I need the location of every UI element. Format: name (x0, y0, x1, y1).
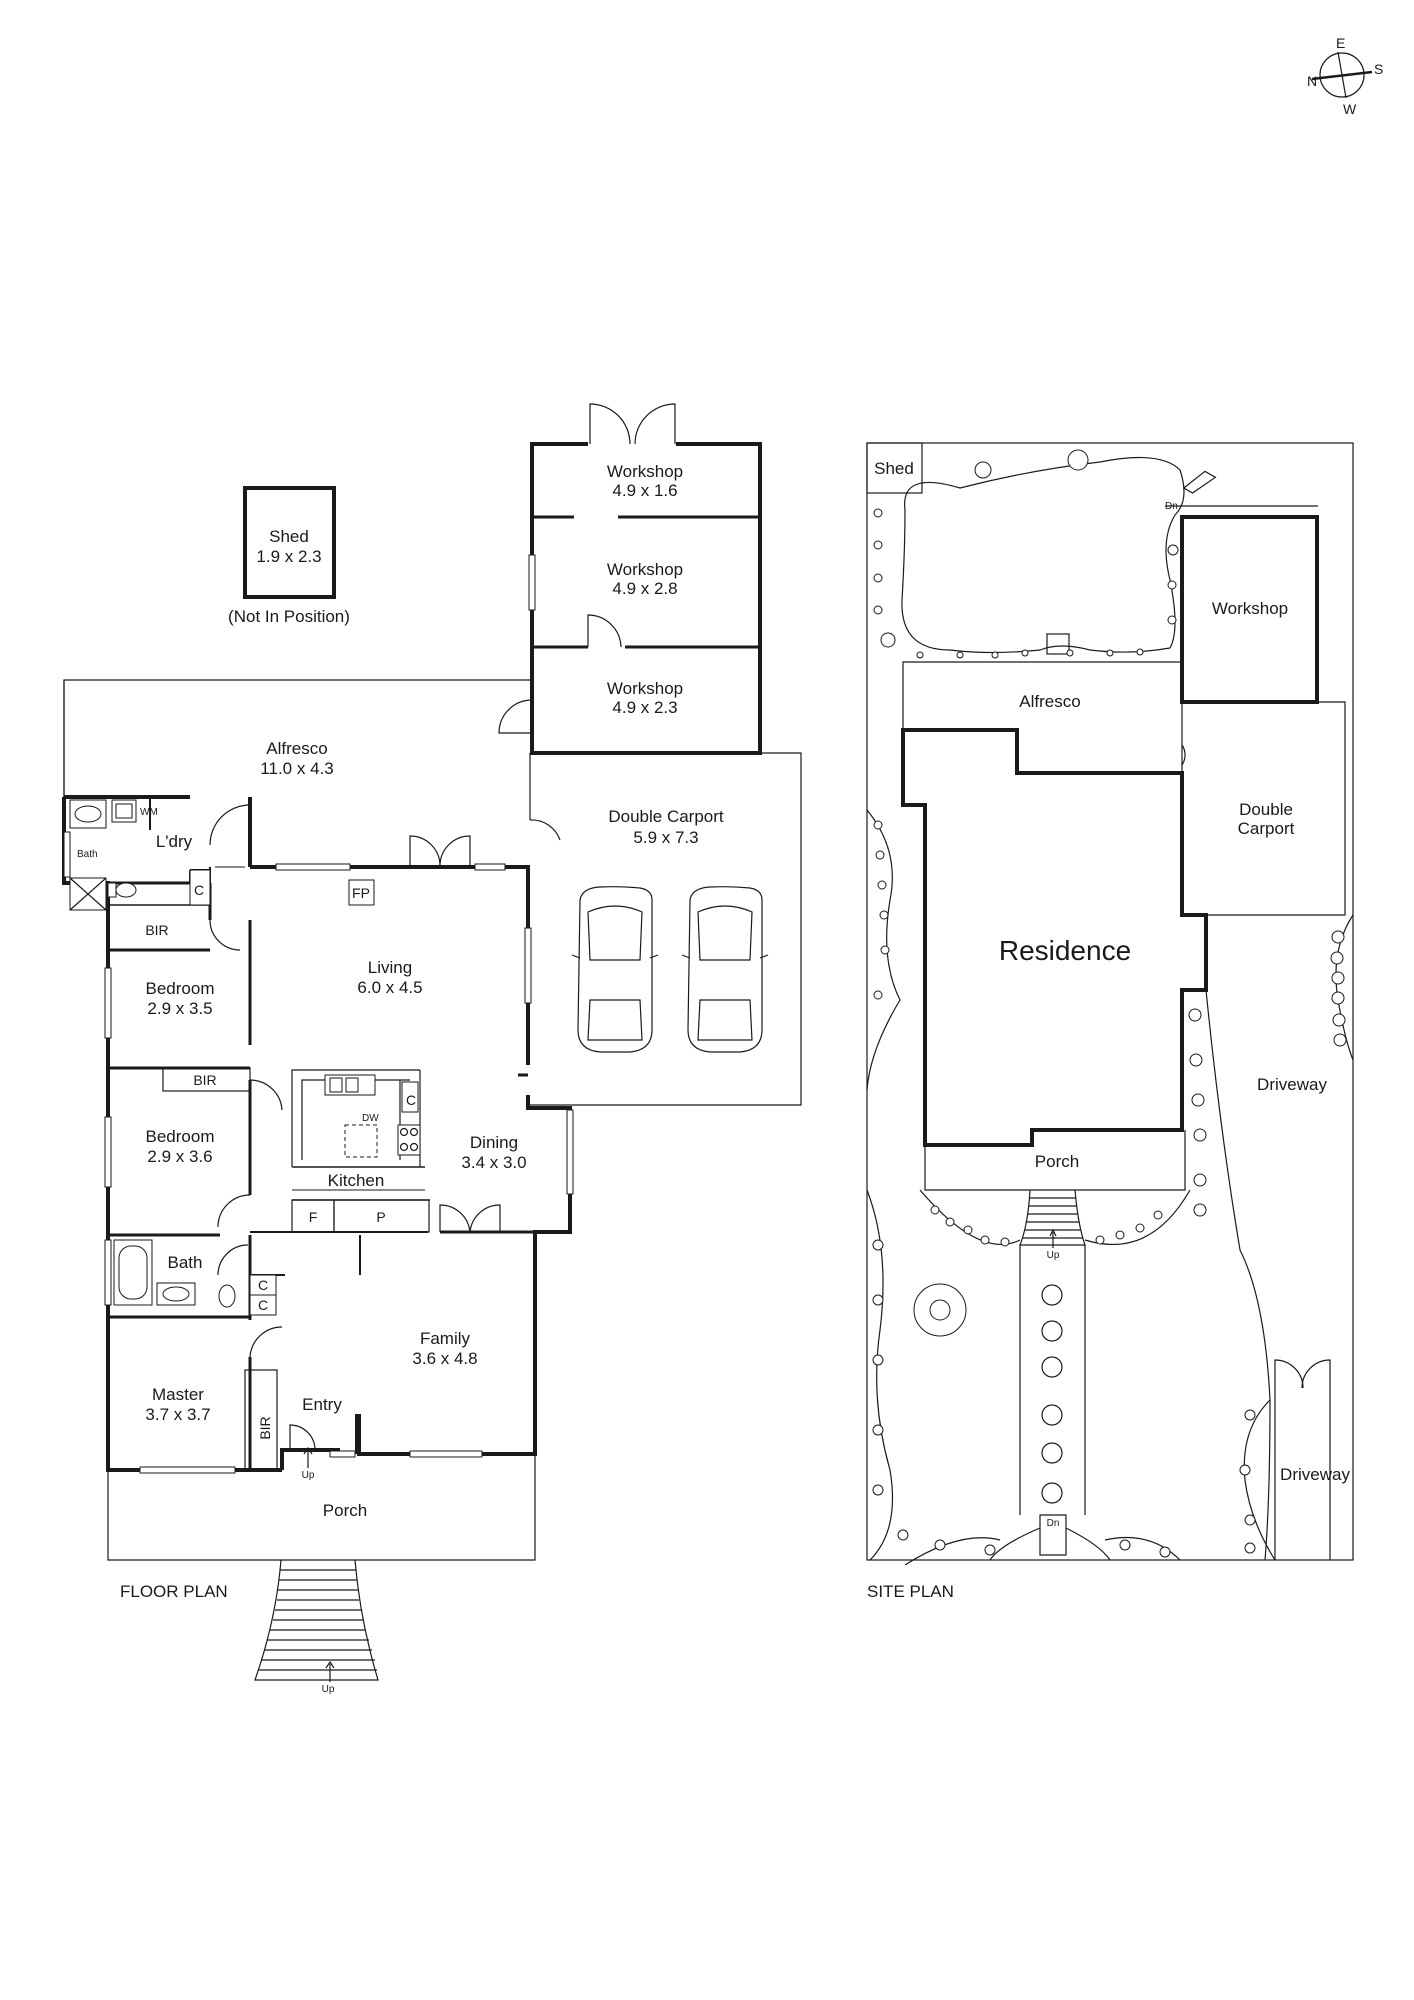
entry-label: Entry (302, 1395, 342, 1414)
family-size: 3.6 x 4.8 (412, 1349, 477, 1368)
cooktop-icon (397, 1124, 421, 1156)
site-carport-label-2: Carport (1238, 819, 1295, 838)
compass-w-label: W (1343, 101, 1357, 117)
kitchen-f-label: F (309, 1209, 318, 1225)
site-plan: Shed Dn Workshop Alfresco Double Carport… (866, 442, 1354, 1601)
site-path (1019, 1245, 1086, 1515)
stairs-up-label: Up (322, 1684, 335, 1695)
shed-note: (Not In Position) (228, 607, 350, 626)
dining-label: Dining (470, 1133, 518, 1152)
residence-label: Residence (999, 935, 1131, 966)
alfresco-size: 11.0 x 4.3 (260, 759, 333, 778)
site-dn-top-label: Dn (1165, 501, 1178, 512)
floor-plan: Shed 1.9 x 2.3 (Not In Position) Worksho… (62, 403, 802, 1695)
bath-c1-label: C (258, 1277, 268, 1293)
bir-1-label: BIR (145, 922, 168, 938)
alfresco-label: Alfresco (266, 739, 327, 758)
site-shed (866, 442, 923, 494)
workshop-1-size: 4.9 x 1.6 (612, 481, 677, 500)
doors (209, 804, 501, 1451)
site-alfresco (902, 661, 1182, 730)
site-shed-label: Shed (874, 459, 914, 478)
kitchen-p-label: P (376, 1209, 385, 1225)
site-dn-bottom-label: Dn (1047, 1518, 1060, 1529)
windows (63, 831, 574, 1474)
living-fp-label: FP (352, 885, 370, 901)
lawn-outline (901, 456, 1185, 654)
master-bir-label: BIR (257, 1416, 273, 1439)
porch-label: Porch (323, 1501, 367, 1520)
workshop-3-label: Workshop (607, 679, 683, 698)
site-alfresco-label: Alfresco (1019, 692, 1080, 711)
kitchen-fixtures (291, 1069, 430, 1233)
fireplace-icon (348, 879, 375, 906)
site-front-steps (1019, 1189, 1086, 1248)
porch-outline (107, 1454, 536, 1561)
master-size: 3.7 x 3.7 (145, 1405, 210, 1424)
bedroom-1-size: 2.9 x 3.5 (147, 999, 212, 1018)
site-plan-caption: SITE PLAN (867, 1582, 954, 1601)
site-driveway-1-label: Driveway (1257, 1075, 1327, 1094)
shrub-icons (872, 449, 1347, 1558)
workshop-1-label: Workshop (607, 462, 683, 481)
kitchen-label: Kitchen (328, 1171, 385, 1190)
kitchen-c-label: C (406, 1092, 416, 1108)
carport-size: 5.9 x 7.3 (633, 828, 698, 847)
carport-label: Double Carport (608, 807, 724, 826)
laundry-cupboard-label: C (194, 882, 204, 898)
bath-toilet-icon (218, 1284, 236, 1308)
bedroom-2-size: 2.9 x 3.6 (147, 1147, 212, 1166)
workshop-3-size: 4.9 x 2.3 (612, 698, 677, 717)
family-label: Family (420, 1329, 471, 1348)
carport-outline (530, 752, 802, 1106)
compass-icon: E N S W (1307, 35, 1383, 117)
shed-size: 1.9 x 2.3 (256, 547, 321, 566)
laundry-wm-label: WM (140, 807, 158, 818)
bedroom-2-label: Bedroom (146, 1127, 215, 1146)
toilet-icon (107, 882, 137, 898)
residence-outline (901, 728, 1208, 1147)
kitchen-dw-label: DW (362, 1113, 379, 1124)
car-icon (681, 886, 769, 1053)
workshop-2-size: 4.9 x 2.8 (612, 579, 677, 598)
shed-label: Shed (269, 527, 309, 546)
car-icon (571, 886, 659, 1053)
master-label: Master (152, 1385, 204, 1404)
workshop-2-label: Workshop (607, 560, 683, 579)
site-carport-label-1: Double (1239, 800, 1293, 819)
compass-s-label: S (1374, 61, 1383, 77)
site-carport (1182, 701, 1346, 916)
entry-up-label: Up (302, 1470, 315, 1481)
front-stairs (254, 1559, 379, 1682)
bedroom-1-label: Bedroom (146, 979, 215, 998)
floor-plan-caption: FLOOR PLAN (120, 1582, 228, 1601)
bath-label: Bath (168, 1253, 203, 1272)
living-size: 6.0 x 4.5 (357, 978, 422, 997)
compass-e-label: E (1336, 35, 1345, 51)
laundry-label: L'dry (156, 832, 193, 851)
laundry-bath-label: Bath (77, 849, 98, 860)
master-bir-box (244, 1369, 278, 1471)
site-porch-label: Porch (1035, 1152, 1079, 1171)
dining-size: 3.4 x 3.0 (461, 1153, 526, 1172)
bath-c2-label: C (258, 1297, 268, 1313)
compass-n-label: N (1307, 73, 1317, 89)
site-porch (924, 1130, 1186, 1191)
shed-outline (243, 486, 336, 599)
driveway-edge (1205, 989, 1271, 1561)
site-driveway-2-label: Driveway (1280, 1465, 1350, 1484)
bir-2-box (162, 1067, 251, 1092)
site-workshop-label: Workshop (1212, 599, 1288, 618)
site-up-label: Up (1047, 1250, 1060, 1261)
bir-2-label: BIR (193, 1072, 216, 1088)
living-label: Living (368, 958, 412, 977)
